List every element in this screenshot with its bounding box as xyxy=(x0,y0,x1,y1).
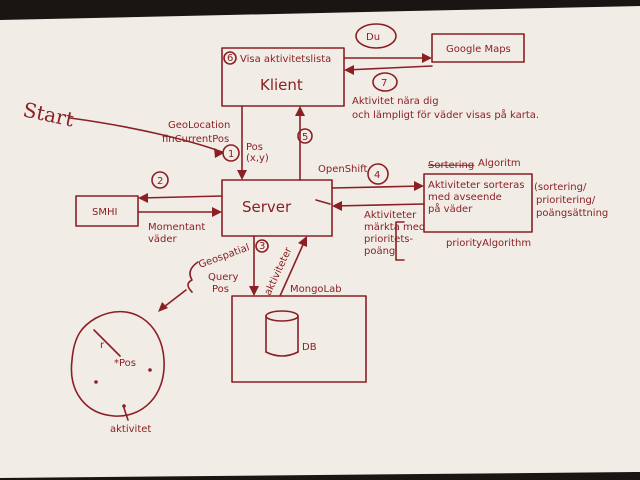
algorithm-line3: på väder xyxy=(428,202,473,215)
db-server-arrow xyxy=(279,237,307,297)
pos-label: *Pos xyxy=(114,358,136,369)
openshift-tick xyxy=(315,199,331,205)
step2-number: 2 xyxy=(157,176,163,187)
server-algorithm-arrow xyxy=(331,185,423,189)
algorithm-box xyxy=(423,173,533,233)
start-arrow xyxy=(69,117,223,153)
algorithm-side1: (sortering/ xyxy=(534,182,587,193)
geolocation-line1: GeoLocation xyxy=(168,120,230,131)
arrowhead xyxy=(138,193,148,203)
geolocation-line2: finCurrentPos xyxy=(162,134,229,145)
start-arrowhead xyxy=(214,148,224,158)
radius-label: r xyxy=(100,340,105,351)
du-label: Du xyxy=(366,32,380,43)
geospatial-brace xyxy=(187,261,199,293)
db-cylinder xyxy=(265,310,299,357)
marked-line3: prioritets- xyxy=(364,234,413,245)
step7-number: 7 xyxy=(381,78,387,89)
weather-line1: Momentant xyxy=(148,222,205,233)
marked-line4: poäng xyxy=(364,246,395,257)
arrowhead xyxy=(414,181,424,191)
algorithm-server-arrow xyxy=(333,203,425,207)
algorithm-side2: prioritering/ xyxy=(536,195,596,206)
google-maps-title: Google Maps xyxy=(446,44,511,55)
algorithm-strike: Sortering xyxy=(428,160,474,171)
google-maps-box xyxy=(431,33,525,63)
du-circle xyxy=(355,23,397,49)
algorithm-title: Algoritm xyxy=(478,158,521,169)
mongolab-box xyxy=(231,295,367,383)
activity-dot xyxy=(148,368,152,372)
client-box xyxy=(221,47,345,107)
paper-sheet xyxy=(0,6,640,478)
arrowhead xyxy=(158,302,168,312)
activity-pointer xyxy=(123,407,129,421)
arrowhead xyxy=(295,106,305,116)
algorithm-side3: poängsättning xyxy=(536,208,608,219)
step4-circle xyxy=(367,163,389,185)
server-box xyxy=(221,179,333,237)
arrowhead xyxy=(422,53,432,63)
server-title: Server xyxy=(242,198,292,216)
algorithm-line1: Aktiviteter sorteras xyxy=(428,180,524,191)
marked-line2: märkta med xyxy=(364,222,425,233)
weather-line2: väder xyxy=(148,234,178,245)
maps-client-arrow xyxy=(345,65,433,71)
arrowhead xyxy=(249,286,259,296)
step7-line2: och lämpligt för väder visas på karta. xyxy=(352,108,539,121)
mongolab-label: MongoLab xyxy=(290,284,342,295)
step6-circle xyxy=(223,51,237,65)
marked-line1: Aktiviteter xyxy=(364,210,417,221)
step5-number: 5 xyxy=(302,132,308,143)
algorithm-footer: priorityAlgorithm xyxy=(446,238,531,249)
algorithm-line2: med avseende xyxy=(428,192,502,203)
step4-number: 4 xyxy=(374,170,380,181)
aktivitet-caption: aktivitet xyxy=(110,424,151,435)
smhi-title: SMHI xyxy=(92,207,117,218)
step1-number: 1 xyxy=(228,149,234,160)
radius-line xyxy=(93,329,121,357)
smhi-box xyxy=(75,195,139,227)
step1-sublabel: (x,y) xyxy=(246,153,269,164)
activity-dot xyxy=(94,380,98,384)
geospatial-line3: Pos xyxy=(212,284,229,295)
arrowhead xyxy=(237,170,247,180)
arrowhead xyxy=(212,207,222,217)
arrowhead xyxy=(298,236,307,247)
step6-number: 6 xyxy=(227,53,233,64)
server-smhi-arrow xyxy=(139,195,223,199)
step5-circle xyxy=(297,128,313,144)
step2-circle xyxy=(151,171,169,189)
client-header: Visa aktivitetslista xyxy=(240,54,331,65)
activity-dot xyxy=(122,404,126,408)
db-label: DB xyxy=(302,342,317,353)
client-title: Klient xyxy=(260,76,303,94)
openshift-label: OpenShift xyxy=(318,164,368,175)
arrowhead xyxy=(332,201,342,211)
geospatial-line2: Query xyxy=(208,272,238,283)
step1-label: Pos xyxy=(246,142,263,153)
step3-circle xyxy=(255,239,269,253)
marked-brace xyxy=(395,221,405,261)
arrowhead xyxy=(344,65,354,75)
step3-number: 3 xyxy=(259,241,265,252)
step7-line1: Aktivitet nära dig xyxy=(352,96,439,107)
step7-circle xyxy=(372,72,398,92)
geospatial-area xyxy=(70,310,165,417)
